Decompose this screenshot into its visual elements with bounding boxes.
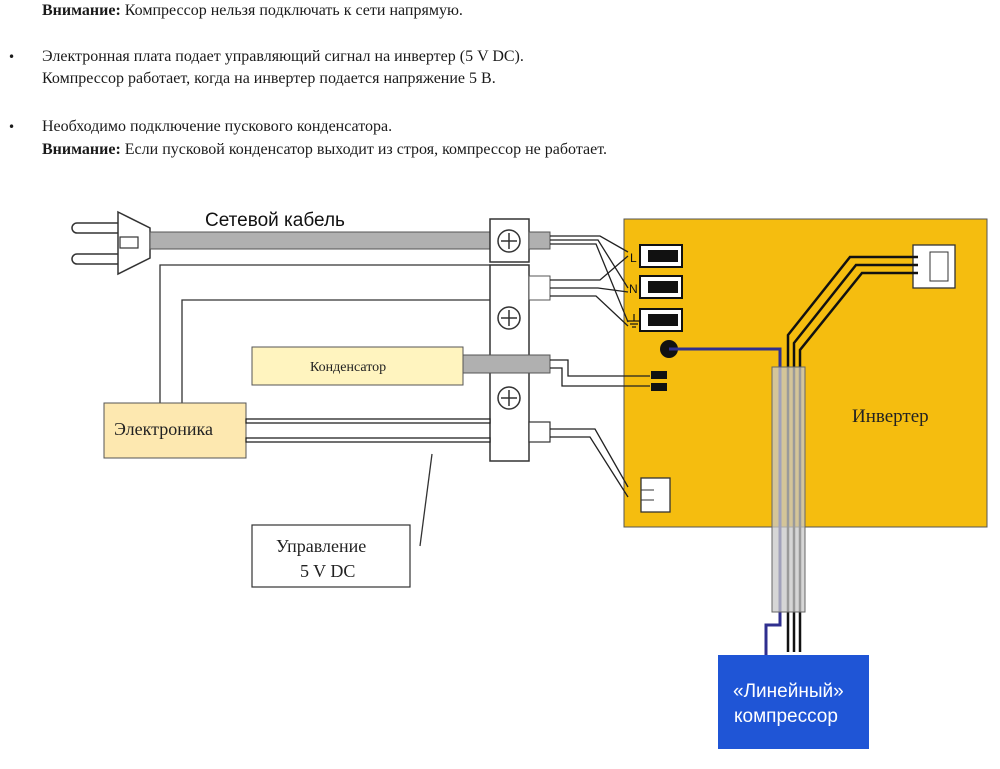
capacitor-connector — [651, 371, 667, 391]
electronics-supply-wires — [159, 264, 490, 403]
control-label-line-2: 5 V DC — [300, 561, 355, 581]
control-connector — [640, 477, 671, 513]
bullet-3-symbol: • — [8, 120, 16, 134]
electronics-box — [103, 402, 247, 459]
compressor-cable-sheath — [771, 366, 806, 613]
terminal-block — [489, 218, 530, 462]
terminal-N: N — [629, 275, 683, 299]
electronics-label: Электроника — [114, 419, 213, 439]
inverter-output-connector — [912, 244, 956, 289]
control-cable — [245, 418, 551, 443]
control-label-line-1: Управление — [276, 536, 366, 556]
bullet-2-line-1: Электронная плата подает управляющий сиг… — [42, 48, 524, 65]
inverter-sensor-wire — [660, 340, 782, 655]
control-label-box — [251, 524, 411, 588]
compressor-label-line-2: компрессор — [734, 706, 838, 727]
screw-icon — [497, 386, 521, 410]
control-wires — [550, 428, 629, 498]
screw-icon — [497, 229, 521, 253]
terminal-L: L — [630, 244, 683, 268]
terminal-L-label: L — [630, 251, 637, 265]
ground-icon — [628, 314, 640, 328]
warning-label: Внимание: — [42, 2, 121, 19]
inverter-label: Инвертер — [852, 406, 929, 427]
power-cable — [149, 231, 491, 250]
bullet-2-symbol: • — [8, 50, 16, 64]
warning-line-1: Внимание: Компрессор нельзя подключать к… — [42, 0, 463, 22]
bullet-3-warning-label: Внимание: — [42, 141, 121, 158]
bullet-3-line-2: Внимание: Если пусковой конденсатор выхо… — [42, 139, 607, 161]
bullet-2-line-2: Компрессор работает, когда на инвертер п… — [42, 70, 496, 87]
compressor-label-line-1: «Линейный» — [733, 681, 844, 702]
power-wires — [550, 235, 629, 327]
terminal-N-label: N — [629, 282, 638, 296]
bullet-3-line-1: Необходимо подключение пускового конденс… — [42, 118, 393, 135]
capacitor-cable — [462, 354, 551, 374]
bullet-3-warning-text: Если пусковой конденсатор выходит из стр… — [120, 141, 607, 158]
screw-icon — [497, 306, 521, 330]
power-cable-label: Сетевой кабель — [205, 210, 345, 231]
compressor-box — [718, 655, 869, 749]
power-plug-icon — [71, 210, 151, 276]
warning-text: Компрессор нельзя подключать к сети напр… — [120, 2, 463, 19]
power-cable-stub — [528, 231, 551, 250]
capacitor-label: Конденсатор — [310, 360, 386, 375]
capacitor-wires — [550, 359, 650, 387]
supply-cable-stub — [528, 275, 551, 301]
capacitor-box — [251, 346, 464, 386]
control-callout-line — [419, 453, 433, 547]
terminal-ground — [639, 308, 683, 332]
